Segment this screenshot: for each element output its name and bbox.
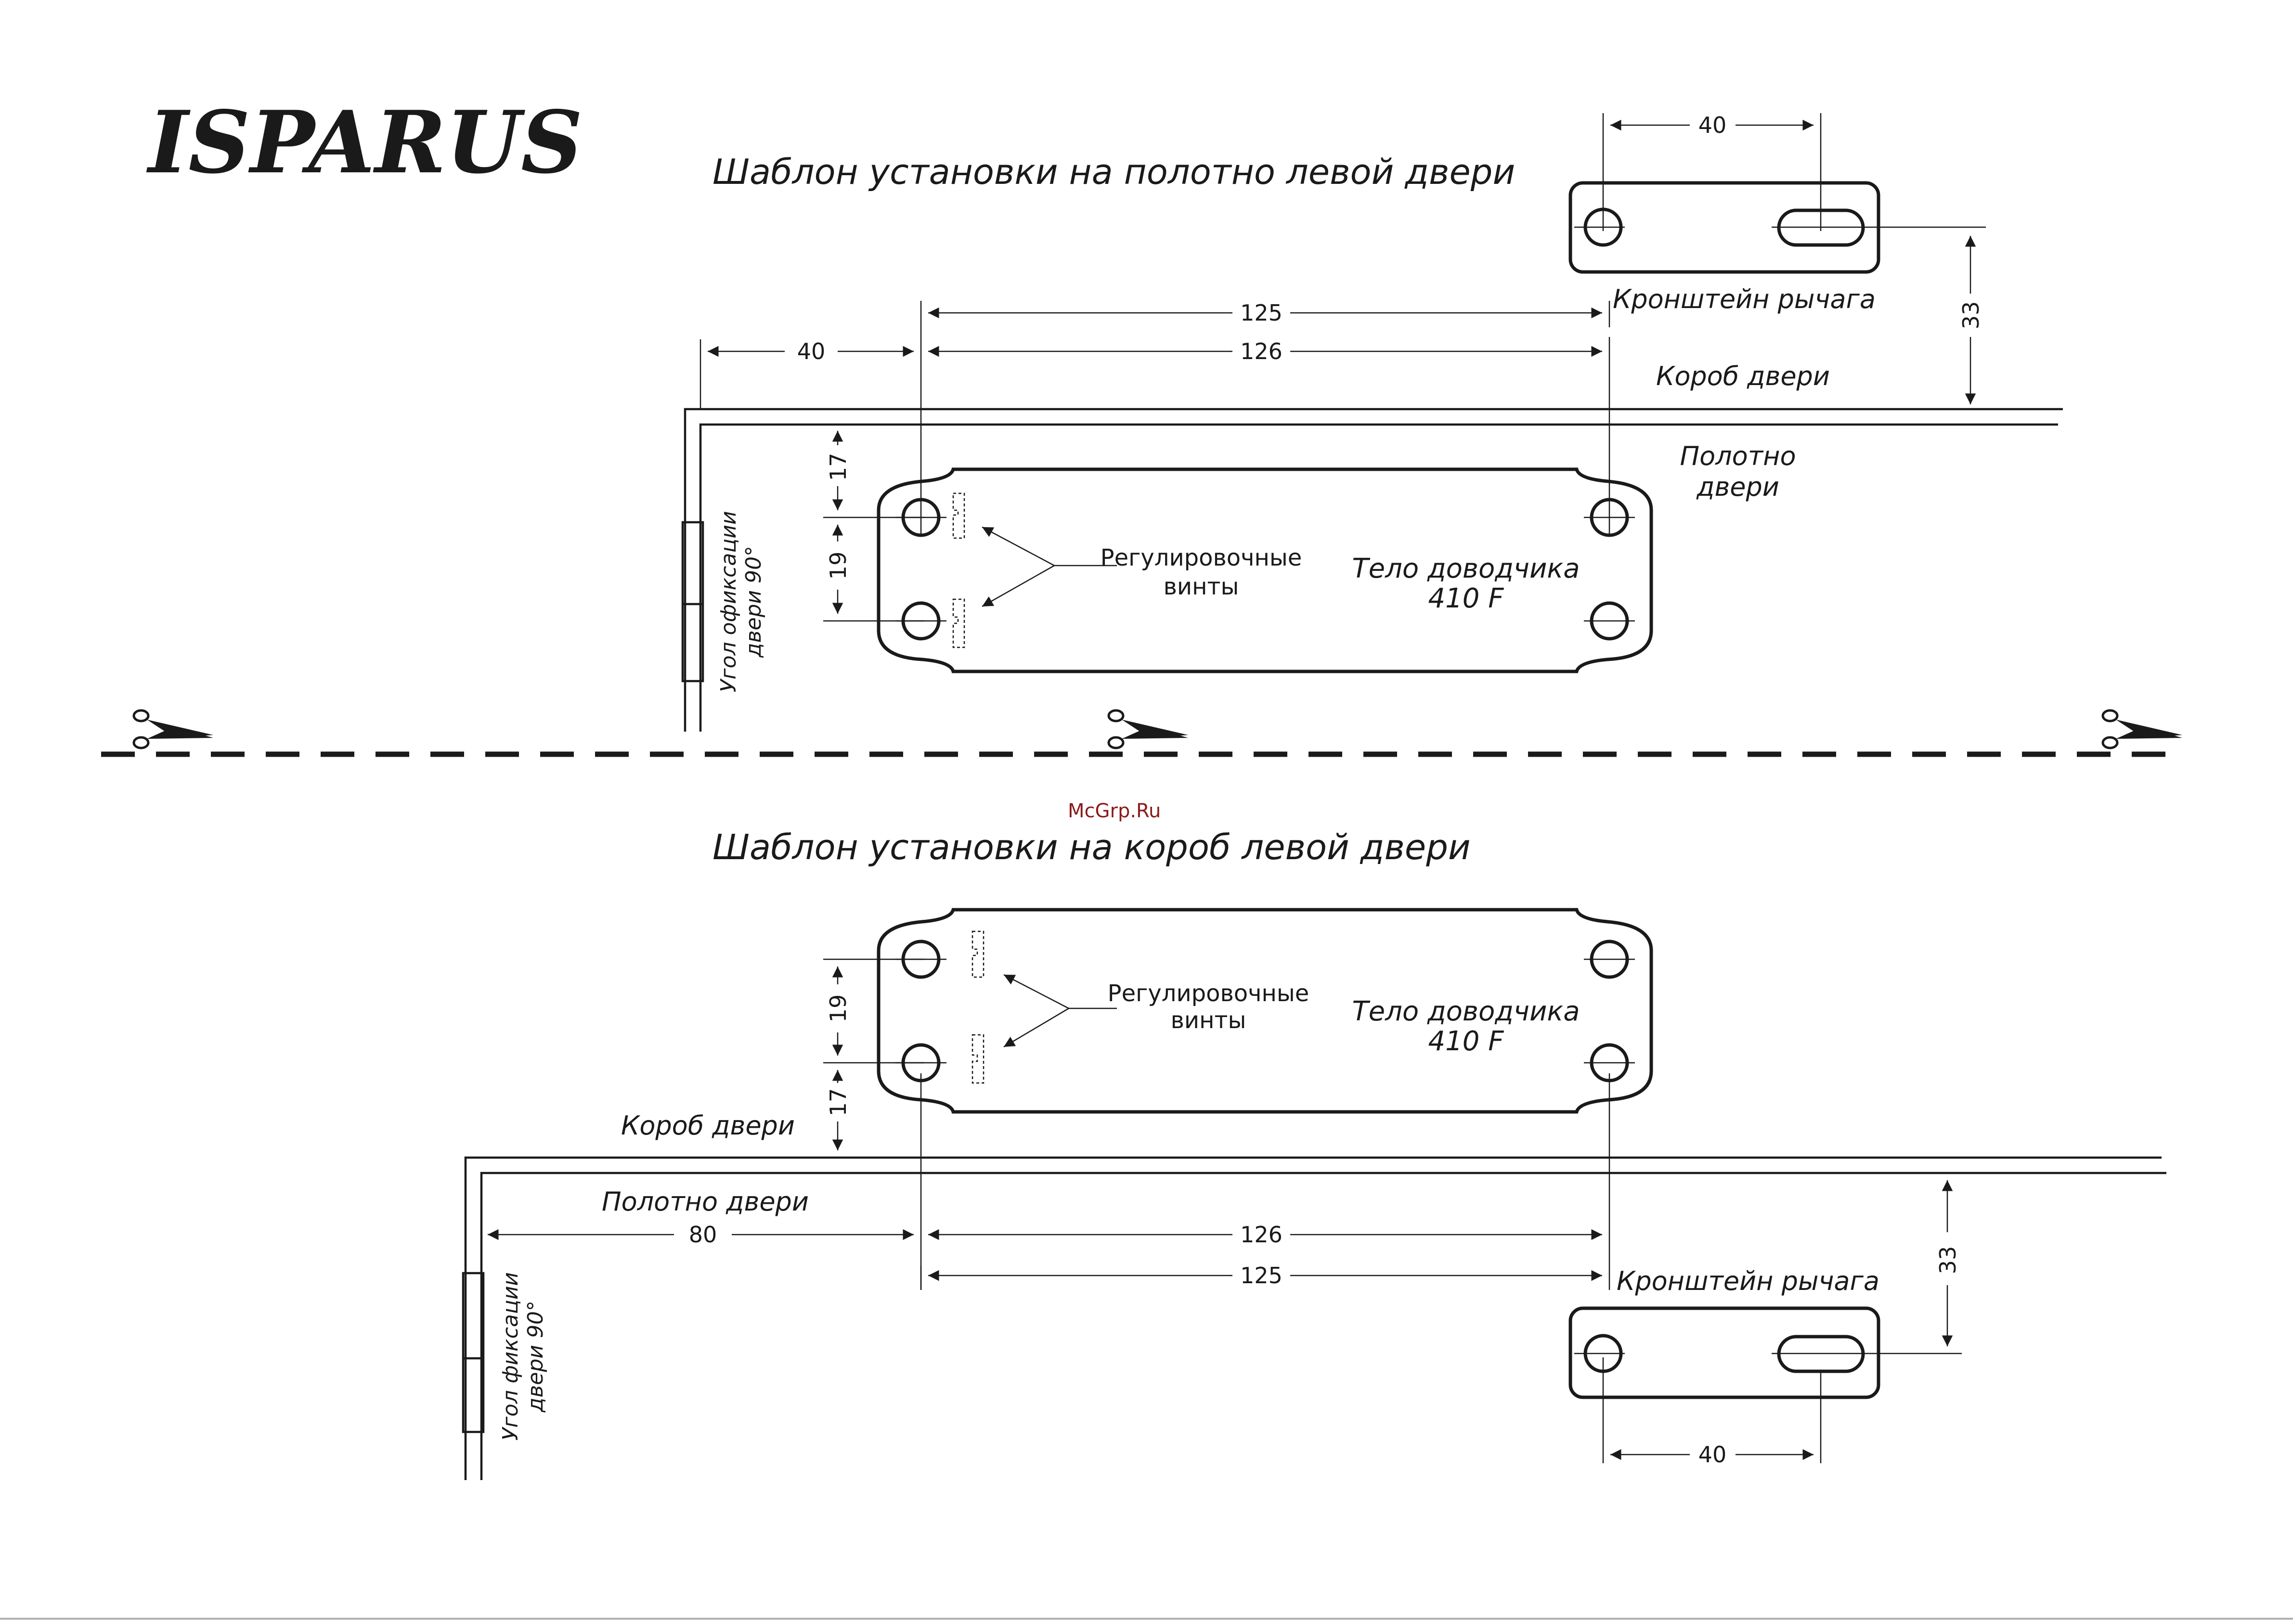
top-door-label-1: Полотно: [1680, 441, 1796, 471]
watermark: McGrp.Ru: [1068, 800, 1161, 822]
bottom-body-label-2: 410 F: [1428, 1026, 1504, 1057]
bottom-dim-19: 19: [825, 994, 851, 1023]
top-dim-hinge-40: 40: [797, 338, 826, 364]
top-body-label-2: 410 F: [1428, 583, 1504, 614]
bottom-angle-label-2: двери 90°: [523, 1301, 548, 1413]
bottom-dim-bracket-40: 40: [1698, 1442, 1727, 1468]
top-closer-body: [877, 467, 1653, 673]
top-dim-125: 125: [1240, 300, 1283, 326]
top-door-line: [699, 423, 2058, 732]
bottom-hinge: [462, 1272, 485, 1433]
top-door-label-2: двери: [1696, 472, 1779, 502]
bottom-dim-125: 125: [1240, 1263, 1283, 1289]
top-bracket-label: Кронштейн рычага: [1613, 284, 1876, 314]
bottom-screws-label-1: Регулировочные: [1108, 980, 1309, 1007]
top-frame-label: Короб двери: [1656, 361, 1830, 391]
bottom-frame-label: Короб двери: [621, 1110, 795, 1141]
top-body-label-1: Тело доводчика: [1352, 553, 1580, 584]
bottom-dim-126: 126: [1240, 1222, 1283, 1248]
bottom-bracket-label: Кронштейн рычага: [1617, 1266, 1879, 1296]
bottom-body-label-1: Тело доводчика: [1352, 996, 1580, 1027]
bottom-frame-line: [464, 1156, 2162, 1480]
top-dim-17: 17: [825, 453, 851, 481]
top-screws-label-1: Регулировочные: [1101, 544, 1302, 571]
top-dim-19: 19: [825, 552, 851, 580]
bottom-dim-17: 17: [825, 1088, 851, 1117]
top-lever-bracket: [1568, 181, 1880, 274]
scissors-icon: [2103, 710, 2182, 748]
bottom-lever-bracket: [1568, 1306, 1880, 1399]
bottom-title: Шаблон установки на короб левой двери: [713, 827, 1471, 867]
isparus-logo: ISPARUS: [146, 92, 583, 193]
bottom-angle-label-1: Угол фиксации: [498, 1272, 523, 1441]
top-hinge: [681, 521, 704, 683]
scissors-icon: [1109, 710, 1188, 748]
bottom-door-line: [480, 1172, 2166, 1480]
top-title: Шаблон установки на полотно левой двери: [713, 152, 1515, 192]
top-angle-label-2: двери 90°: [741, 546, 766, 658]
scissors-icon: [134, 710, 213, 748]
top-frame-line: [684, 408, 2063, 732]
top-angle-label-1: Угол офиксации: [716, 511, 741, 693]
top-screws-label-2: винты: [1164, 573, 1239, 600]
top-dim-33: 33: [1958, 301, 1984, 330]
top-dim-bracket-40: 40: [1698, 112, 1727, 138]
bottom-door-label: Полотно двери: [602, 1186, 809, 1217]
bottom-screws-label-2: винты: [1171, 1007, 1246, 1034]
bottom-dim-hinge-80: 80: [689, 1222, 717, 1248]
top-dim-126: 126: [1240, 338, 1283, 364]
bottom-dim-33: 33: [1935, 1246, 1961, 1275]
